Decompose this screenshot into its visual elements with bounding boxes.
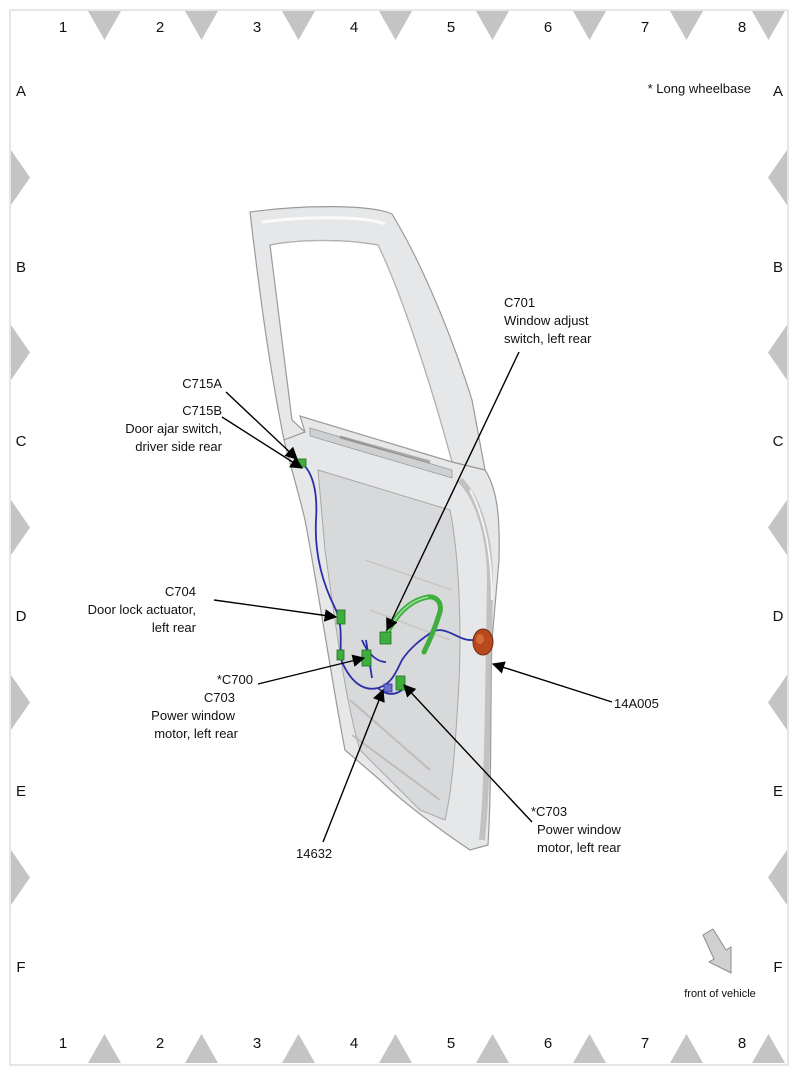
col-label: 4 (350, 19, 358, 36)
svg-text:C704: C704 (165, 584, 196, 599)
row-label: B (773, 259, 783, 276)
row-label: C (16, 433, 27, 450)
rear-door-illustration (249, 206, 500, 851)
callout-c700-c703: *C700 C703 Power window motor, left rear (151, 672, 253, 741)
svg-text:14A005: 14A005 (614, 696, 659, 711)
row-label: F (16, 959, 25, 976)
svg-text:C715A: C715A (182, 376, 222, 391)
col-label: 6 (544, 19, 552, 36)
col-label: 3 (253, 19, 261, 36)
svg-text:Power window: Power window (537, 822, 621, 837)
front-arrow-icon (702, 928, 732, 974)
leader-c704 (213, 599, 338, 622)
col-label: 5 (447, 19, 455, 36)
callout-c715a: C715A (182, 376, 222, 391)
column-labels-top: 1 2 3 4 5 6 7 8 (59, 19, 746, 36)
callout-14632: 14632 (296, 846, 332, 861)
svg-text:Power window: Power window (151, 708, 235, 723)
leader-lines (213, 351, 613, 843)
connector-c703 (395, 675, 406, 691)
row-label: F (773, 959, 782, 976)
svg-text:C715B: C715B (182, 403, 222, 418)
row-labels-left: A B C D E F (16, 83, 27, 976)
col-label: 2 (156, 19, 164, 36)
callout-c703: *C703 Power window motor, left rear (531, 804, 621, 855)
top-border-marks (88, 11, 785, 40)
row-label: B (16, 259, 26, 276)
leader-c703 (403, 684, 533, 823)
col-label: 4 (350, 1035, 358, 1052)
connector-c701 (379, 631, 392, 645)
wiring-harness (299, 461, 489, 695)
col-label: 1 (59, 1035, 67, 1052)
leader-c715a (225, 391, 298, 460)
svg-text:*C700: *C700 (217, 672, 253, 687)
svg-text:front of vehicle: front of vehicle (684, 988, 756, 1000)
col-label: 8 (738, 19, 746, 36)
connectors (296, 458, 494, 693)
leader-c700 (257, 654, 366, 685)
bottom-border-marks (88, 1034, 785, 1063)
svg-text:Window adjust: Window adjust (504, 313, 589, 328)
row-label: E (773, 783, 783, 800)
svg-text:switch, left rear: switch, left rear (504, 331, 592, 346)
col-label: 2 (156, 1035, 164, 1052)
row-label: D (16, 608, 27, 625)
svg-text:motor, left rear: motor, left rear (154, 726, 238, 741)
svg-text:driver side rear: driver side rear (135, 439, 222, 454)
long-wheelbase-note: * Long wheelbase (648, 81, 751, 96)
leader-14632 (322, 688, 385, 843)
leader-c715b (221, 416, 304, 469)
column-labels-bottom: 1 2 3 4 5 6 7 8 (59, 1035, 746, 1052)
col-label: 7 (641, 19, 649, 36)
svg-text:*C703: *C703 (531, 804, 567, 819)
svg-text:Door ajar switch,: Door ajar switch, (125, 421, 222, 436)
inner-panel (317, 469, 461, 821)
row-label: A (773, 83, 783, 100)
left-border-marks (11, 150, 30, 905)
svg-text:Door lock actuator,: Door lock actuator, (88, 602, 196, 617)
svg-text:C701: C701 (504, 295, 535, 310)
row-label: D (773, 608, 784, 625)
col-label: 5 (447, 1035, 455, 1052)
callout-14a005: 14A005 (614, 696, 659, 711)
leader-14a005 (491, 661, 613, 703)
row-label: C (773, 433, 784, 450)
col-label: 6 (544, 1035, 552, 1052)
callout-c701: C701 Window adjust switch, left rear (504, 295, 592, 346)
svg-text:left rear: left rear (152, 620, 197, 635)
col-label: 3 (253, 1035, 261, 1052)
right-border-marks (768, 150, 787, 905)
row-label: E (16, 783, 26, 800)
leader-c701 (386, 351, 520, 632)
row-labels-right: A B C D E F (773, 83, 784, 976)
callout-c715b: C715B Door ajar switch, driver side rear (125, 403, 222, 454)
harness-clip (383, 683, 393, 693)
col-label: 7 (641, 1035, 649, 1052)
svg-text:14632: 14632 (296, 846, 332, 861)
callout-c704: C704 Door lock actuator, left rear (88, 584, 197, 635)
col-label: 1 (59, 19, 67, 36)
col-label: 8 (738, 1035, 746, 1052)
front-of-vehicle-indicator: front of vehicle (684, 928, 756, 1000)
svg-text:motor, left rear: motor, left rear (537, 840, 621, 855)
row-label: A (16, 83, 26, 100)
harness-main (299, 461, 489, 690)
svg-text:C703: C703 (204, 690, 235, 705)
connector-c704 (336, 609, 346, 625)
